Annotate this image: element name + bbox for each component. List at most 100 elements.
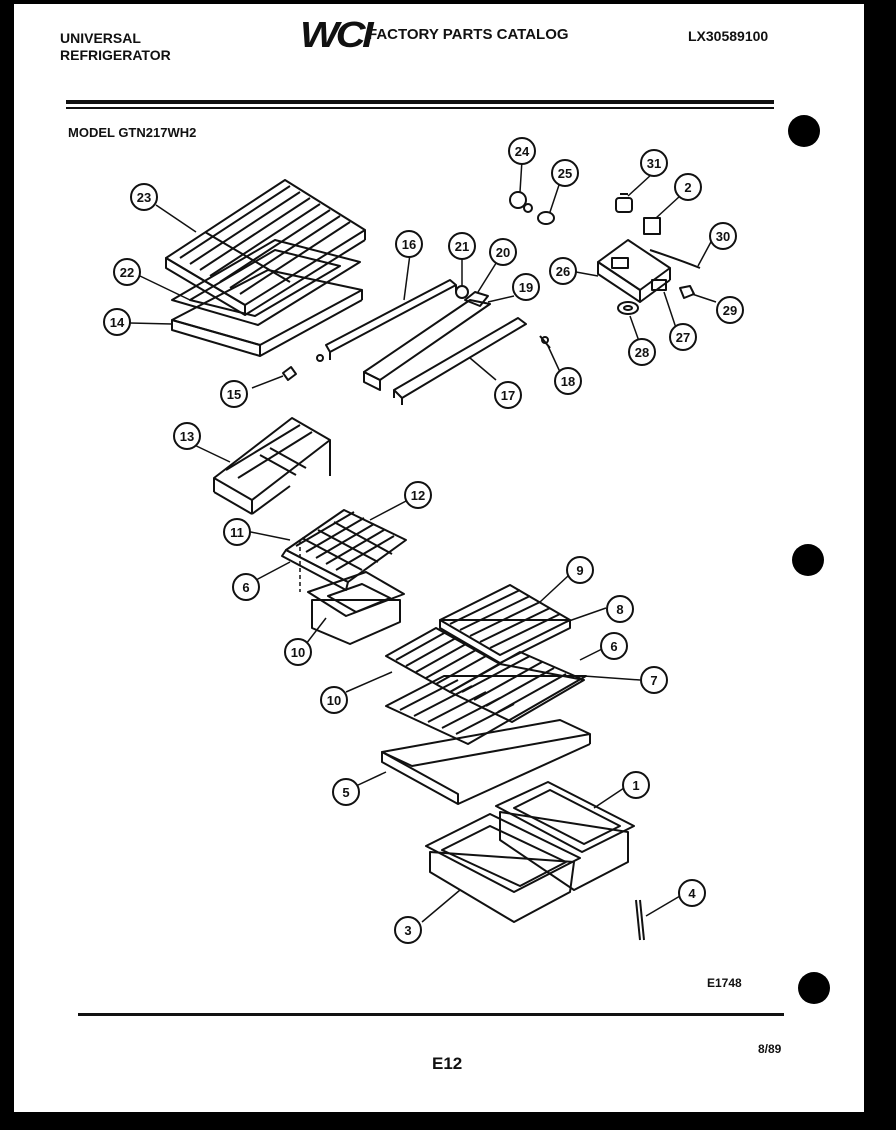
callout-number: 18 (561, 374, 575, 389)
callout-30: 30 (709, 222, 737, 250)
callout-circle (332, 778, 360, 806)
callout-circle (220, 380, 248, 408)
callout-number: 6 (610, 639, 617, 654)
catalog-title: FACTORY PARTS CATALOG (368, 26, 569, 43)
part-17-shelf-rail (316, 279, 457, 362)
callout-3: 3 (394, 916, 422, 944)
part-26-knob (537, 211, 555, 225)
callout-28: 28 (628, 338, 656, 366)
punch-hole-top (788, 115, 820, 147)
part-28-bracket (651, 279, 667, 291)
callout-circle (678, 879, 706, 907)
callout-circle (223, 518, 251, 546)
part-18-shelf-rail (393, 317, 527, 405)
callout-number: 26 (556, 264, 570, 279)
callout-number: 12 (411, 488, 425, 503)
part-15-glass-shelf (171, 269, 363, 357)
callout-27: 27 (669, 323, 697, 351)
callout-circle (622, 771, 650, 799)
callout-number: 22 (120, 265, 134, 280)
callout-circle (232, 573, 260, 601)
callout-circle (512, 273, 540, 301)
model-label: MODEL GTN217WH2 (68, 125, 197, 140)
callout-number: 20 (496, 245, 510, 260)
part-22-screw (455, 285, 469, 299)
part-23-shelf-frame (171, 239, 361, 326)
callout-number: 11 (230, 525, 244, 540)
callout-bubbles: 1234566789101011121314151617181920212223… (103, 137, 744, 944)
part-3-crisper-pan-left (425, 813, 581, 923)
callout-5: 5 (332, 778, 360, 806)
callout-circle (628, 338, 656, 366)
callout-number: 16 (402, 237, 416, 252)
callout-25: 25 (551, 159, 579, 187)
callout-circle (669, 323, 697, 351)
part-27-control-housing (597, 239, 671, 303)
part-9-shelf-trim (439, 619, 571, 664)
callout-number: 30 (716, 229, 730, 244)
part-16-clip (282, 366, 297, 381)
callout-circle (640, 666, 668, 694)
company-name: UNIVERSAL REFRIGERATOR (60, 30, 171, 64)
part-12-cover-frame (281, 549, 349, 591)
company-line-1: UNIVERSAL (60, 30, 141, 46)
callout-number: 3 (404, 923, 411, 938)
callout-24: 24 (508, 137, 536, 165)
callout-circle (640, 149, 668, 177)
callout-number: 25 (558, 166, 572, 181)
part-32-control (615, 193, 633, 213)
callout-circle (674, 173, 702, 201)
callout-7: 7 (640, 666, 668, 694)
callout-circle (508, 137, 536, 165)
part-8-shelf-trim (499, 663, 585, 681)
callout-circle (606, 595, 634, 623)
callout-circle (551, 159, 579, 187)
callout-number: 1 (632, 778, 639, 793)
callout-circle (103, 308, 131, 336)
company-line-2: REFRIGERATOR (60, 47, 171, 63)
callout-circle (716, 296, 744, 324)
part-25-knob (509, 191, 533, 213)
part-1-crisper-pan-right (495, 781, 635, 891)
punch-hole-middle (792, 544, 824, 576)
part-30-nut (679, 285, 695, 299)
callout-14: 14 (103, 308, 131, 336)
callout-number: 13 (180, 429, 194, 444)
callout-4: 4 (678, 879, 706, 907)
part-4-divider (635, 899, 645, 941)
callout-circle (600, 632, 628, 660)
callout-number: 6 (242, 580, 249, 595)
callout-number: 23 (137, 190, 151, 205)
page-number: E12 (432, 1054, 463, 1073)
callout-8: 8 (606, 595, 634, 623)
callout-number: 9 (576, 563, 583, 578)
document-number: LX30589100 (688, 28, 769, 44)
callout-circle (394, 916, 422, 944)
callout-11: 11 (223, 518, 251, 546)
callout-6: 6 (600, 632, 628, 660)
callout-number: 8 (616, 602, 623, 617)
callout-number: 31 (647, 156, 661, 171)
callout-number: 29 (723, 303, 737, 318)
callout-number: 15 (227, 387, 241, 402)
callout-13: 13 (173, 422, 201, 450)
part-11-crisper-pan (307, 571, 405, 645)
callout-18: 18 (554, 367, 582, 395)
callout-16: 16 (395, 230, 423, 258)
callout-number: 17 (501, 388, 515, 403)
callout-number: 19 (519, 280, 533, 295)
leader-lines (129, 159, 717, 923)
callout-12: 12 (404, 481, 432, 509)
part-20-shelf-bracket (363, 291, 491, 391)
callout-circle (448, 232, 476, 260)
callout-circle (113, 258, 141, 286)
header-rule-thick (66, 100, 774, 104)
callout-9: 9 (566, 556, 594, 584)
part-2-switch (643, 217, 661, 235)
callout-31: 31 (640, 149, 668, 177)
part-29-grommet (617, 301, 639, 315)
punch-hole-bottom (798, 972, 830, 1004)
callout-number: 10 (291, 645, 305, 660)
